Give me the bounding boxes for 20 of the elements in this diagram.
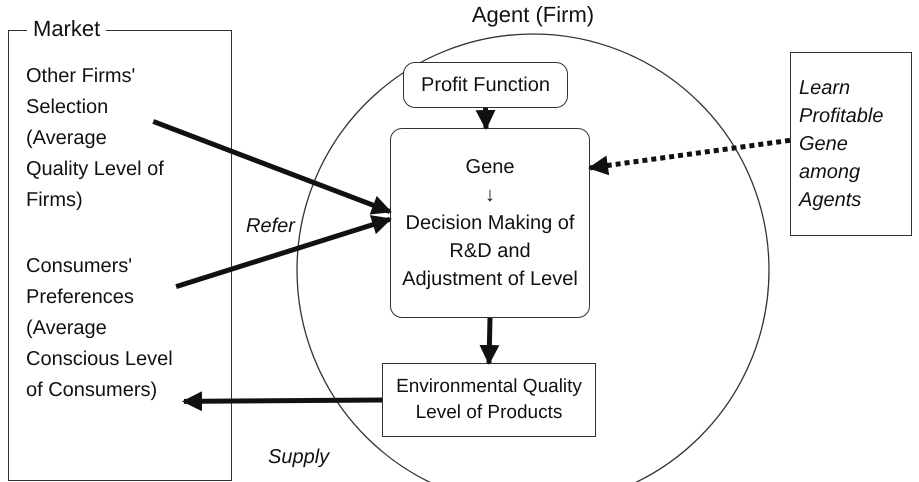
box-text: Environmental Quality Level of Products (395, 375, 583, 425)
arrow (476, 108, 496, 130)
arrow (182, 391, 382, 412)
arrow (588, 138, 790, 176)
box-text: Profit Function (421, 73, 550, 98)
note-box (790, 52, 912, 236)
market-factor-text: Consumers' Preferences (Average Conscious Level of Consumers) (26, 251, 184, 406)
arrow (175, 215, 392, 290)
box-text: Decision Making of R&D and Adjustment of Level (401, 211, 579, 292)
process-box (390, 128, 590, 318)
box-text: Gene (466, 155, 514, 180)
arrow (152, 119, 392, 215)
process-box (382, 363, 596, 437)
box-text: ↓ (485, 183, 495, 208)
arrow (479, 318, 500, 365)
circle-heading: Agent (Firm) (470, 1, 596, 29)
edge-label: Supply (268, 446, 330, 469)
market-factor-text: Other Firms' Selection (Average Quality Level of Firms) (26, 61, 169, 216)
process-box (403, 62, 568, 108)
box-text: Learn Profitable Gene among Agents (799, 76, 884, 213)
